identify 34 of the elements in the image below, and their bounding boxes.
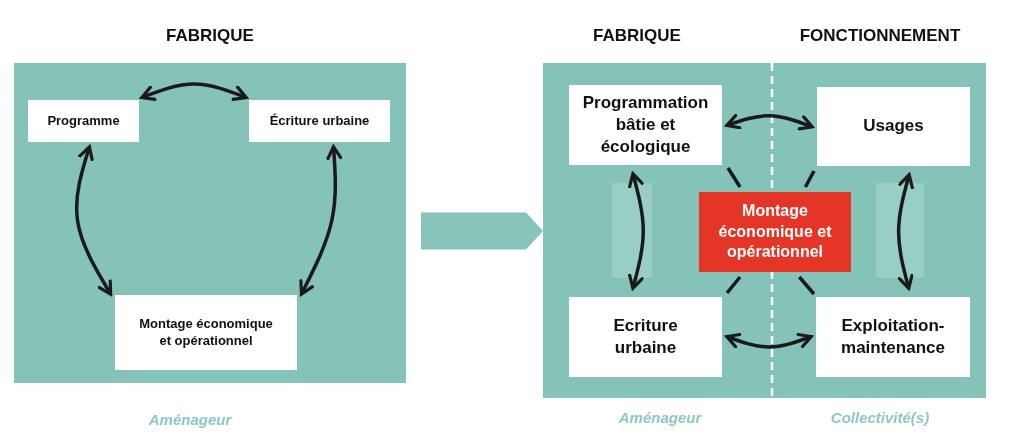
curved-arrow [896,173,914,290]
curved-arrow [74,145,113,296]
curved-arrow [628,172,645,290]
box-label: Programme [46,112,121,130]
process-box [569,297,722,377]
curved-arrow [725,332,813,349]
curved-arrow [140,82,248,101]
connector-line [725,275,742,295]
box-label: Ecriture urbaine [612,314,679,359]
role-label: Aménageur [618,409,702,426]
box-label: Écriture urbaine [268,112,371,130]
connector-line [726,167,742,188]
block-arrow [421,212,543,250]
connector-line [798,275,816,296]
process-box [115,295,297,370]
process-box [817,87,970,166]
curved-arrow [725,113,814,131]
process-box [569,85,722,165]
column-heading: FONCTIONNEMENT [799,26,961,46]
process-box [249,100,390,142]
curved-arrow [299,145,343,296]
process-box [28,100,139,142]
column-heading: FABRIQUE [593,26,681,46]
box-label: Programmation bâtie et écologique [581,91,710,159]
connector-line [803,170,816,188]
column-heading: FABRIQUE [166,26,254,46]
box-label: Exploitation-maintenance [840,314,946,359]
central-box [699,192,851,272]
process-box [816,297,970,377]
box-label: Usages [862,115,925,138]
role-label: Collectivité(s) [830,409,930,426]
box-label: Montage économique et opérationnel [717,200,833,263]
role-label: Aménageur [148,411,232,428]
box-label: Montage économique et opérationnel [138,315,274,350]
